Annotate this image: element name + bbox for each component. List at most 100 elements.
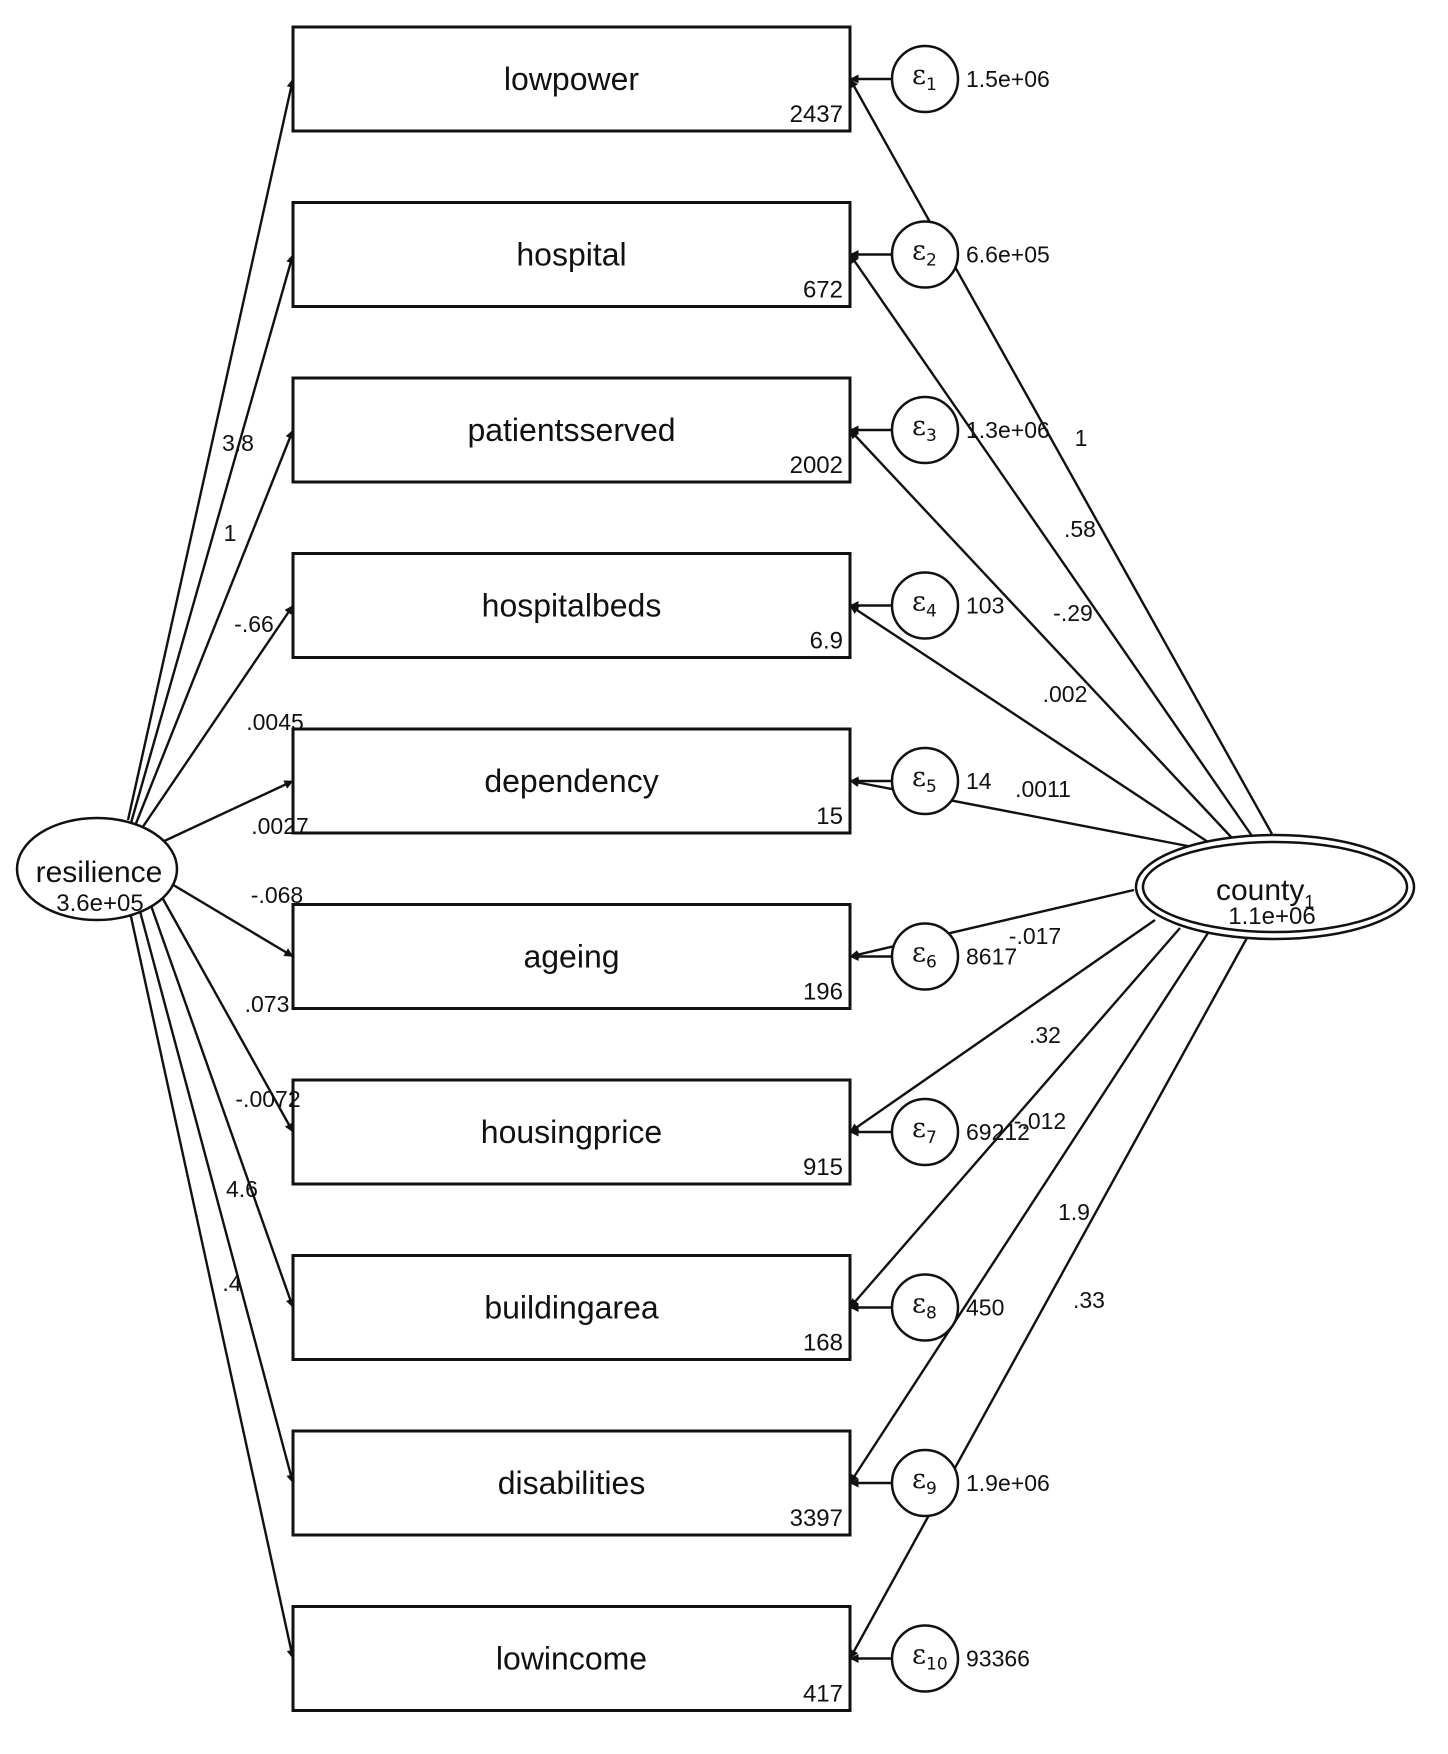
error-circle [890, 746, 960, 816]
observed-patientsserved: patientsserved 2002 [291, 376, 852, 484]
loading-county-ageing: -.017 [1009, 923, 1061, 949]
loading-resilience-dependency: .0027 [251, 813, 309, 839]
observed-name: housingprice [481, 1114, 662, 1150]
error-variance: 93366 [966, 1646, 1030, 1672]
loading-county-hospital: .58 [1064, 516, 1096, 542]
observed-intercept: 672 [803, 277, 843, 304]
loading-resilience-lowpower: 3.8 [222, 430, 254, 456]
error-circle [890, 571, 960, 640]
error-variance: 103 [966, 593, 1004, 619]
error-symbol: ε9 [912, 1464, 937, 1499]
loading-county-disabilities: 1.9 [1058, 1199, 1090, 1225]
loading-resilience-housingprice: .073 [245, 991, 290, 1017]
observed-housingprice: housingprice 915 [291, 1078, 852, 1186]
loading-resilience-disabilities: 4.6 [226, 1176, 258, 1202]
latent-county-name: county1 [1216, 874, 1314, 912]
error-variance: 1.9e+06 [966, 1470, 1050, 1496]
error-circle [890, 395, 960, 465]
error-circle [890, 44, 960, 114]
observed-intercept: 2002 [790, 452, 843, 479]
path-county-to-housingprice [849, 919, 1156, 1133]
error-variance: 8617 [966, 944, 1017, 970]
loading-county-lowincome: .33 [1073, 1287, 1105, 1313]
observed-box [291, 1078, 852, 1186]
observed-name: disabilities [498, 1465, 646, 1501]
observed-intercept: 915 [803, 1154, 843, 1181]
error-variance: 69212 [966, 1119, 1030, 1145]
observed-variables: lowpower 2437 hospital 672 patientsserved 200… [291, 25, 852, 1712]
error-variance: 1.3e+06 [966, 417, 1050, 443]
observed-box [291, 201, 852, 308]
error-circle [890, 1097, 960, 1167]
error-variance: 450 [966, 1295, 1004, 1321]
loading-resilience-lowincome: .4 [222, 1270, 241, 1296]
observed-intercept: 417 [803, 1681, 843, 1708]
loading-county-patientsserved: -.29 [1053, 600, 1093, 626]
path-resilience-to-lowincome [126, 902, 296, 1659]
observed-box [291, 1254, 852, 1361]
loading-county-lowpower: 1 [1075, 425, 1088, 451]
observed-box [291, 1605, 852, 1712]
observed-lowpower: lowpower 2437 [291, 25, 852, 133]
observed-box [291, 1429, 852, 1537]
path-resilience-to-ageing [164, 878, 294, 958]
error-circle [890, 1273, 960, 1342]
observed-intercept: 168 [803, 1330, 843, 1357]
path-resilience-to-dependency [159, 779, 294, 845]
error-circle [890, 220, 960, 289]
error-circle [890, 1448, 960, 1518]
observed-hospitalbeds: hospitalbeds 6.9 [291, 552, 852, 659]
observed-name: hospital [516, 237, 626, 273]
observed-name: hospitalbeds [482, 588, 662, 624]
path-resilience-to-hospitalbeds [139, 604, 294, 832]
observed-name: patientsserved [467, 412, 675, 448]
error-term-9: ε9 1.9e+06 [890, 1448, 1050, 1518]
observed-box [291, 552, 852, 659]
observed-buildingarea: buildingarea 168 [291, 1254, 852, 1361]
observed-box [291, 727, 852, 835]
error-variance: 14 [966, 768, 992, 794]
path-arrows [126, 74, 1274, 1663]
path-resilience-to-patientsserved [133, 429, 295, 827]
path-resilience-to-housingprice [156, 889, 295, 1133]
latent-resilience-name: resilience [36, 856, 163, 889]
observed-intercept: 196 [803, 979, 843, 1006]
observed-box [291, 25, 852, 133]
observed-name: buildingarea [484, 1290, 659, 1326]
observed-intercept: 2437 [790, 101, 843, 128]
observed-box [291, 903, 852, 1010]
loading-county-housingprice: .32 [1029, 1022, 1061, 1048]
observed-intercept: 6.9 [810, 628, 843, 655]
path-county-to-hospital [849, 253, 1253, 837]
observed-hospital: hospital 672 [291, 201, 852, 308]
error-term-5: ε5 14 [890, 746, 992, 816]
observed-name: lowpower [504, 61, 640, 97]
path-resilience-to-buildingarea [146, 896, 295, 1308]
path-county-to-patientsserved [849, 429, 1233, 839]
observed-name: lowincome [496, 1641, 647, 1677]
path-county-to-buildingarea [849, 927, 1181, 1309]
observed-box [291, 376, 852, 484]
path-county-to-hospitalbeds [849, 604, 1209, 844]
error-variance: 1.5e+06 [966, 66, 1050, 92]
path-resilience-to-lowpower [126, 78, 296, 821]
loading-resilience-ageing: -.068 [251, 882, 303, 908]
loading-resilience-hospitalbeds: .0045 [246, 709, 304, 735]
loading-resilience-patientsserved: -.66 [234, 611, 274, 637]
observed-lowincome: lowincome 417 [291, 1605, 852, 1712]
path-county-to-lowpower [848, 78, 1274, 835]
observed-intercept: 15 [816, 803, 843, 830]
error-symbol: ε5 [912, 762, 937, 797]
latent-county: county1 1.1e+06 [1134, 833, 1416, 941]
